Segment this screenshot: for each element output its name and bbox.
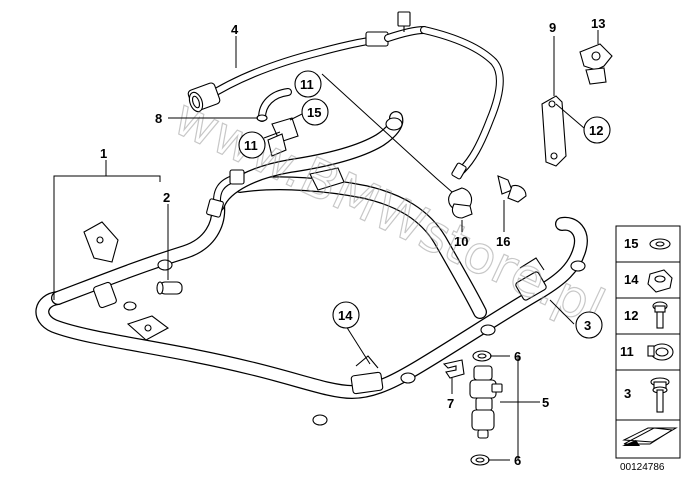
svg-text:11: 11 bbox=[244, 138, 258, 153]
rail-bracket-bottom bbox=[126, 315, 170, 341]
seal-ring-lower bbox=[470, 454, 490, 466]
fuel-rail-frame bbox=[35, 111, 588, 426]
svg-text:14: 14 bbox=[338, 308, 353, 323]
svg-text:3: 3 bbox=[584, 318, 591, 333]
hardware-legend: 15 14 12 11 bbox=[615, 225, 681, 473]
svg-text:11: 11 bbox=[300, 77, 314, 92]
svg-text:15: 15 bbox=[307, 105, 321, 120]
svg-text:2: 2 bbox=[163, 190, 170, 205]
callout-3: 3 bbox=[575, 311, 603, 339]
washer-icon bbox=[649, 238, 671, 250]
clip-part-7 bbox=[442, 359, 465, 379]
svg-text:9: 9 bbox=[549, 20, 556, 35]
callout-4: 4 bbox=[231, 22, 239, 37]
hex-nut-icon bbox=[647, 269, 673, 293]
rail-collar-right bbox=[515, 257, 547, 301]
catalog-number: 00124786 bbox=[620, 462, 665, 473]
svg-text:5: 5 bbox=[542, 395, 549, 410]
svg-text:8: 8 bbox=[155, 111, 162, 126]
bolt-icon bbox=[652, 301, 668, 329]
hose-clip-part-16 bbox=[497, 175, 527, 203]
svg-text:13: 13 bbox=[591, 16, 605, 31]
callout-14: 14 bbox=[332, 301, 360, 329]
callout-10: 10 bbox=[454, 234, 468, 249]
hose-clamp-icon bbox=[647, 343, 674, 361]
callout-2: 2 bbox=[163, 190, 170, 205]
callout-5: 5 bbox=[542, 395, 549, 410]
rail-bracket-left bbox=[83, 221, 119, 263]
rail-collar-left bbox=[93, 281, 117, 309]
callout-6-upper: 6 bbox=[514, 349, 521, 364]
rail-bracket-top bbox=[309, 167, 345, 191]
svg-text:12: 12 bbox=[624, 308, 638, 323]
callout-13: 13 bbox=[591, 16, 605, 31]
svg-text:14: 14 bbox=[624, 272, 639, 287]
fuel-feed-hose-part-4 bbox=[187, 11, 504, 180]
legend-row-3: 3 bbox=[624, 377, 670, 413]
clip-near-hose bbox=[267, 117, 299, 157]
svg-text:11: 11 bbox=[620, 344, 634, 359]
callout-8: 8 bbox=[155, 111, 162, 126]
callout-16: 16 bbox=[496, 234, 510, 249]
short-hose-part-8 bbox=[256, 88, 292, 122]
seal-ring-upper bbox=[472, 350, 492, 362]
hose-clip-part-10 bbox=[448, 187, 473, 219]
clip-part-13 bbox=[579, 43, 613, 85]
svg-text:4: 4 bbox=[231, 22, 239, 37]
legend-row-15: 15 bbox=[624, 236, 671, 251]
holder-plate-part-9 bbox=[541, 95, 567, 167]
sleeve-part-2 bbox=[156, 281, 183, 295]
svg-text:3: 3 bbox=[624, 386, 631, 401]
legend-row-11: 11 bbox=[620, 343, 674, 361]
svg-text:6: 6 bbox=[514, 453, 521, 468]
injector-part-5 bbox=[469, 365, 503, 439]
svg-text:12: 12 bbox=[589, 123, 603, 138]
callout-15: 15 bbox=[301, 98, 329, 126]
callout-11-upper: 11 bbox=[294, 70, 322, 98]
collar-screw-icon bbox=[650, 377, 670, 413]
callout-12: 12 bbox=[583, 116, 611, 144]
callout-9: 9 bbox=[549, 20, 556, 35]
injector-ports bbox=[123, 259, 586, 426]
callout-6-lower: 6 bbox=[514, 453, 521, 468]
callout-11-lower: 11 bbox=[238, 131, 266, 159]
leader-lines bbox=[53, 30, 599, 461]
rail-collar-center bbox=[350, 355, 384, 395]
svg-text:7: 7 bbox=[447, 396, 454, 411]
arrow-icon bbox=[622, 427, 678, 446]
legend-row-12: 12 bbox=[624, 301, 668, 329]
svg-text:10: 10 bbox=[454, 234, 468, 249]
svg-text:6: 6 bbox=[514, 349, 521, 364]
callout-1: 1 bbox=[100, 146, 107, 161]
callout-7: 7 bbox=[447, 396, 454, 411]
svg-text:1: 1 bbox=[100, 146, 107, 161]
legend-row-14: 14 bbox=[624, 269, 673, 293]
svg-text:16: 16 bbox=[496, 234, 510, 249]
svg-text:15: 15 bbox=[624, 236, 638, 251]
quick-connector bbox=[187, 82, 221, 113]
